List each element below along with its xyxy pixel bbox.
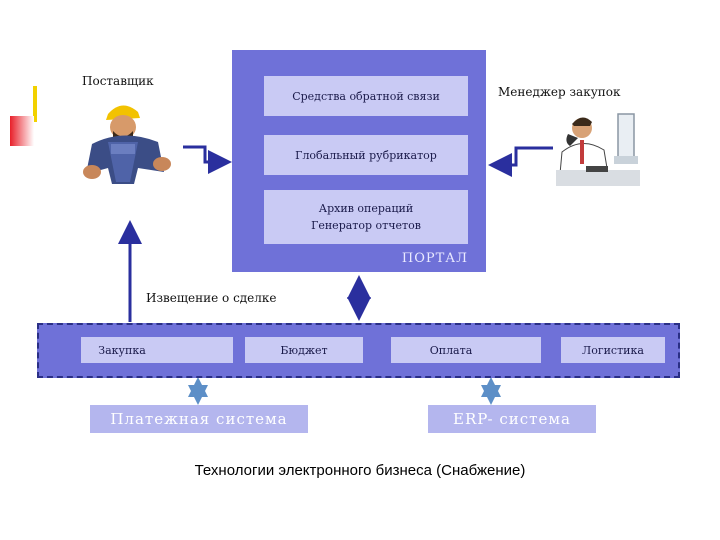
- payment-system-box: Платежная система: [90, 405, 308, 433]
- supplier-label: Поставщик: [82, 74, 154, 88]
- corner-accent-red: [10, 116, 34, 146]
- archive-box: Архив операций Генератор отчетов: [264, 190, 468, 244]
- module-logistics: Логистика: [561, 337, 665, 363]
- corner-accent-yellow: [33, 86, 37, 122]
- slide-caption: Технологии электронного бизнеса (Снабжен…: [194, 462, 526, 479]
- purchasing-manager-label: Менеджер закупок: [498, 85, 621, 99]
- portal-label: ПОРТАЛ: [401, 251, 468, 266]
- feedback-box: Средства обратной связи: [264, 76, 468, 116]
- catalog-box: Глобальный рубрикатор: [264, 135, 468, 175]
- erp-system-box: ERP- система: [428, 405, 596, 433]
- feedback-label: Средства обратной связи: [292, 89, 440, 103]
- portal-block: Средства обратной связи Глобальный рубри…: [232, 50, 486, 272]
- enterprise-modules-band: Закупка Бюджет Оплата Логистика: [37, 323, 680, 378]
- module-purchase: Закупка: [81, 337, 233, 363]
- deal-notice-label: Извещение о сделке: [146, 291, 277, 305]
- archive-label: Архив операций: [318, 202, 414, 215]
- catalog-label: Глобальный рубрикатор: [295, 148, 437, 162]
- supplier-to-portal-arrow: [183, 145, 232, 174]
- payment-system-label: Платежная система: [110, 410, 288, 428]
- manager-to-portal-arrow: [488, 146, 553, 177]
- module-logistics-label: Логистика: [582, 343, 644, 357]
- module-payment-label: Оплата: [429, 343, 473, 357]
- module-budget: Бюджет: [245, 337, 363, 363]
- supplier-worker-icon: [83, 105, 171, 184]
- erp-system-label: ERP- система: [453, 410, 571, 428]
- module-budget-label: Бюджет: [280, 343, 328, 357]
- purchasing-manager-icon: [556, 113, 640, 186]
- module-purchase-label: Закупка: [98, 343, 146, 357]
- module-payment: Оплата: [391, 337, 541, 363]
- report-generator-label: Генератор отчетов: [311, 219, 421, 232]
